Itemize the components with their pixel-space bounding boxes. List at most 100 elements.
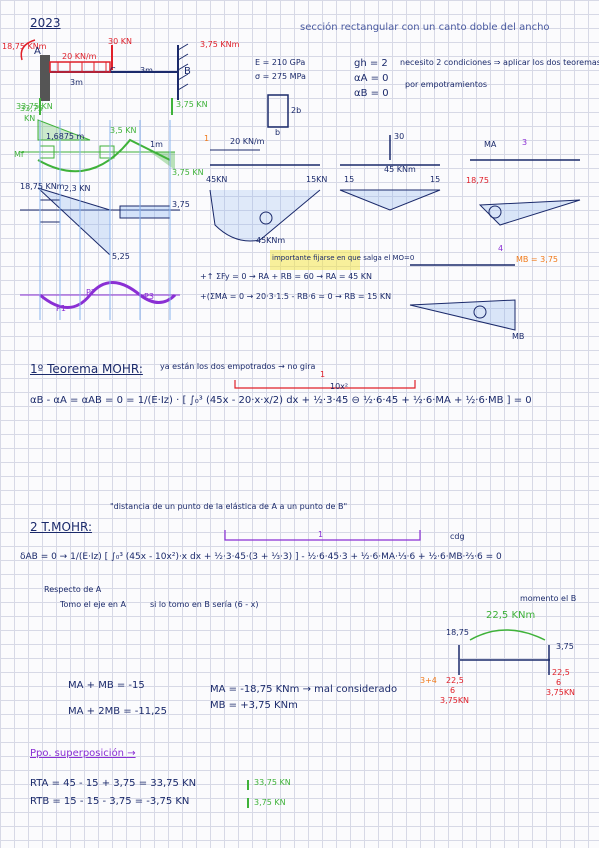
final-left-res: 3,75KN <box>440 696 470 705</box>
node-c: C <box>110 66 116 75</box>
final-moment: 22,5 KNm <box>486 610 536 621</box>
reaction-right-force: 3,75 KN <box>176 100 208 109</box>
section-rect <box>267 94 289 128</box>
mohr2-tag: 1 <box>318 530 324 539</box>
span-left: 3m <box>70 78 83 87</box>
final-right-res: 3,75KN <box>546 688 576 697</box>
superposicion-ra: RTA = 45 - 15 + 3,75 = 33,75 KN <box>30 778 197 789</box>
final-right-div: 6 <box>556 678 562 687</box>
load-distributed: 20 KN/m <box>62 52 97 61</box>
mohr2-note-b: Tomo el eje en A <box>60 600 126 609</box>
moment-b: 3,75 KNm <box>200 40 240 49</box>
gh: gh = 2 <box>354 58 388 69</box>
system-res2: MB = +3,75 KNm <box>210 700 298 711</box>
p2-reaction-a: 15 <box>344 175 355 184</box>
final-moment-arc <box>469 629 546 641</box>
moment-triangle <box>150 152 175 170</box>
m-left: 18,75 KNm <box>20 182 65 191</box>
alpha-b: αB = 0 <box>354 88 389 99</box>
load-point: 30 KN <box>108 37 132 46</box>
p1-reaction-a: 45KN <box>206 175 228 184</box>
p2-reaction-b: 15 <box>430 175 441 184</box>
alpha-a: αA = 0 <box>354 73 389 84</box>
system-eq1: MA + MB = -15 <box>68 680 145 691</box>
p4-moment-diagram <box>409 299 516 331</box>
section-b: b <box>275 128 281 137</box>
p4-tag: MB <box>512 332 525 341</box>
reaction-left-moment: 18,75 KNm <box>2 42 47 51</box>
shear-rect-2 <box>119 205 171 219</box>
alpha-note: por empotramientos <box>405 80 488 89</box>
p1-highlight <box>270 250 360 270</box>
p1-moment: 45KNm <box>256 236 286 245</box>
final-left-div: 6 <box>450 686 456 695</box>
p4-label: 4 <box>498 244 504 253</box>
gh-note: necesito 2 condiciones ⇒ aplicar los dos… <box>400 58 599 67</box>
modulus-e: E = 210 GPa <box>255 58 306 67</box>
distributed-load <box>49 61 111 73</box>
deflect-p1: P1 <box>56 304 66 313</box>
mohr1-equation: αB - αA = αAB = 0 = 1/(E·Iz) · [ ∫₀³ (45… <box>30 395 532 406</box>
mohr2-cdg: cdg <box>450 532 465 541</box>
m-dist: 1,6875 m <box>46 132 85 141</box>
p1-note: importante fijarse en que salga el MO=0 <box>272 254 415 262</box>
v-left-unit: KN <box>24 114 36 123</box>
yield-stress: σ = 275 MPa <box>255 72 306 81</box>
mohr1-sub: 10x² <box>330 382 349 391</box>
p3-value: 18,75 <box>466 176 489 185</box>
m-mid2: 5,25 <box>112 252 130 261</box>
system-eq2: MA + 2MB = -11,25 <box>68 706 168 717</box>
m-label: Mf <box>14 150 24 159</box>
mohr2-note-c: si lo tomo en B sería (6 - x) <box>150 600 259 609</box>
left-wall-hatch <box>40 55 50 101</box>
mohr1-title: 1º Teorema MOHR: <box>30 362 143 376</box>
mohr2-title: 2 T.MOHR: <box>30 520 93 534</box>
rb-arrow-label: 3,75 KN <box>254 798 286 807</box>
system-res1: MA = -18,75 KNm → mal considerado <box>210 684 398 695</box>
shear-area-1 <box>37 119 91 141</box>
p1-eq1: +↑ ΣFy = 0 → RA + RB = 60 → RA = 45 KN <box>200 272 373 281</box>
deflect-p2: P2 <box>86 288 96 297</box>
m-one: 1m <box>150 140 163 149</box>
left-moment-arc <box>20 39 36 61</box>
p1-plus <box>259 211 273 225</box>
mohr2-equation: δAB = 0 → 1/(E·Iz) [ ∫₀³ (45x - 10x²)·x … <box>20 552 502 562</box>
subtitle: sección rectangular con un canto doble d… <box>300 22 550 33</box>
mohr2-note-a: Respecto de A <box>44 585 102 594</box>
node-a: A <box>34 46 41 57</box>
node-b: B <box>184 66 191 77</box>
v-right: 3,75 KN <box>172 168 204 177</box>
deflect-p3: P3 <box>144 292 154 301</box>
p1-reaction-b: 15KN <box>306 175 328 184</box>
p1-load: 20 KN/m <box>230 137 265 146</box>
p3-moment: MA <box>484 140 497 149</box>
superposicion-title: Ppo. superposición → <box>30 748 136 759</box>
p2-moment-diagram <box>339 189 441 211</box>
p3-label: 3 <box>522 138 528 147</box>
load-arrows <box>57 62 107 72</box>
mohr1-note: ya están los dos empotrados → no gira <box>160 362 316 371</box>
final-left: 18,75 <box>446 628 469 637</box>
span-right: 3m <box>140 66 153 75</box>
m-right: 3,75 <box>172 200 190 209</box>
final-left-val: 22,5 <box>446 676 464 685</box>
construction-lines <box>39 120 171 320</box>
p1-moment-diagram <box>209 189 321 242</box>
v-left: 33,75 <box>20 104 43 113</box>
p2-moment: 45 KNm <box>384 165 416 174</box>
mohr1-tag: 1 <box>320 370 326 379</box>
p3-moment-diagram <box>478 199 581 226</box>
moment-block-2 <box>99 145 115 159</box>
final-note: momento el B <box>520 594 577 603</box>
mohr2-bracket <box>224 530 421 541</box>
v-mid: 3,5 KN <box>110 126 137 135</box>
ra-arrow-label: 33,75 KN <box>254 778 291 787</box>
final-right-val: 22,5 <box>552 668 570 677</box>
final-right: 3,75 <box>556 642 574 651</box>
mohr2-quote: "distancia de un punto de la elástica de… <box>110 502 348 511</box>
bending-curve <box>37 138 171 173</box>
p1-eq2: +(ΣMA = 0 → 20·3·1.5 - RB·6 = 0 → RB = 1… <box>200 292 392 301</box>
mohr1-bracket <box>234 380 416 389</box>
year: 2023 <box>30 16 61 30</box>
